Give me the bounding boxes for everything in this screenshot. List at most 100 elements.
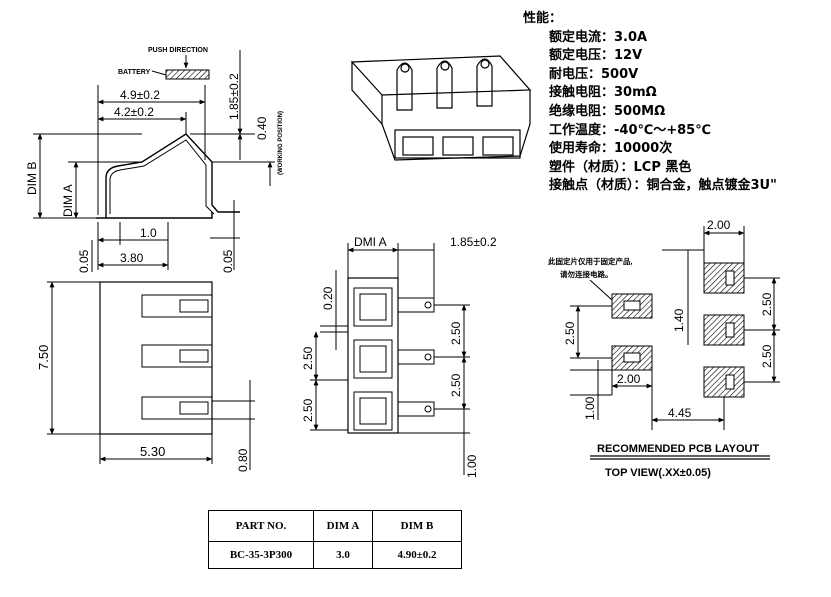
top-view-tab-3 [179,401,209,415]
iso-contact-2 [440,61,450,71]
pcb-layout-title: RECOMMENDED PCB LAYOUT [597,443,759,455]
battery-leader [151,70,167,76]
front-pin-dot-1 [424,301,432,309]
iso-spring-3 [476,58,493,107]
front-pin-1 [397,297,435,313]
top-view-tab-2 [179,349,209,363]
dim-2-50-a: 2.50 [301,346,315,370]
pcb-layout-subtitle: TOP VIEW(.XX±0.05) [605,467,711,479]
push-direction-label: PUSH DIRECTION [148,47,208,54]
pcb-pad-2-slot [725,322,735,338]
top-view-tab-1 [179,299,209,313]
spec-contact-resistance: 接触电阻：30mΩ [549,85,657,101]
dim-a: DIM A [61,184,75,217]
dim-0-80: 0.80 [236,448,250,472]
dim-2-00-top: 2.00 [707,218,731,232]
part-table-header-dim-b: DIM B [372,510,462,542]
spec-withstand-voltage: 耐电压：500V [549,66,639,82]
part-table-cell-dim-a: 3.0 [313,541,373,569]
dim-0-05-left: 0.05 [77,249,91,273]
iso-body-edge [381,90,531,161]
top-view-contact-2 [141,344,213,368]
part-table-header-part-no: PART NO. [208,510,314,542]
spec-contact-material: 接触点（材质）：铜合金，触点镀金3U" [549,178,777,194]
iso-left-face [351,60,383,126]
front-cell-3 [353,391,393,431]
top-view: 7.50 5.30 0.80 [36,281,255,472]
part-table-row: BC-35-3P300 3.0 4.90±0.2 [208,541,462,569]
specifications-block: 性能： 额定电流：3.0A 额定电压：12V 耐电压：500V 接触电阻：30m… [523,10,777,196]
dim-0-40: 0.40 [255,116,269,140]
pcb-note-line-1: 此固定片仅用于固定产品, [548,256,633,266]
pcb-pad-1-slot [725,270,735,286]
dim-4-2: 4.2±0.2 [114,105,154,119]
spec-housing-material: 塑件（材质）：LCP 黑色 [549,159,692,175]
dim-2-50-b: 2.50 [301,398,315,422]
spec-insulation-resistance: 绝缘电阻：500MΩ [549,103,666,119]
top-view-contact-3 [141,396,213,420]
dim-b: DIM B [25,162,39,195]
iso-spring-1 [396,62,413,111]
front-view: DMI A 1.85±0.2 0.20 2.50 2.50 2.50 2.50 … [301,235,497,478]
dim-5-30: 5.30 [140,444,165,459]
dim-4-45: 4.45 [668,406,692,420]
front-view-body [347,277,399,434]
dim-0-05-right: 0.05 [221,249,235,273]
dim-2-50-r2: 2.50 [760,344,774,368]
dim-3-80: 3.80 [120,251,144,265]
dim-2-50-r1: 2.50 [760,292,774,316]
front-cell-1-inner [359,293,387,321]
pcb-pad-3 [703,366,745,398]
front-pin-dot-2 [424,353,432,361]
iso-contact-1 [400,63,410,73]
battery-hatch [165,69,210,80]
pcb-pad-3-slot [725,374,735,390]
spec-rated-current: 额定电流：3.0A [549,29,648,45]
iso-cell-3 [482,136,514,156]
dim-2-00-mid: 2.00 [617,372,641,386]
spec-rated-voltage: 额定电压：12V [549,48,643,64]
front-cell-2 [353,339,393,379]
part-table-cell-part-no: BC-35-3P300 [208,541,314,569]
part-table-header-row: PART NO. DIM A DIM B [208,510,462,542]
part-number-table: PART NO. DIM A DIM B BC-35-3P300 3.0 4.9… [208,510,462,569]
front-cell-1 [353,287,393,327]
dim-1-00-front: 1.00 [465,454,479,478]
dim-1-00-pcb: 1.00 [583,396,597,420]
iso-contact-3 [480,59,490,69]
dim-1-85-front: 1.85±0.2 [450,235,497,249]
iso-cell-2 [442,136,474,156]
dim-4-9: 4.9±0.2 [120,88,160,102]
spring-contact-outer [105,133,240,218]
pcb-layout: 此固定片仅用于固定产品, 请勿连接电路。 2.00 1.40 2.50 2.50… [548,218,780,479]
isometric-view [351,55,532,161]
dim-2-50-left: 2.50 [563,321,577,345]
pcb-note-line-2: 请勿连接电路。 [560,269,613,279]
front-cell-2-inner [359,345,387,373]
iso-front-face [394,129,521,159]
dim-1-85: 1.85±0.2 [227,73,241,120]
part-table-header-dim-a: DIM A [313,510,373,542]
spec-service-life: 使用寿命：10000次 [549,141,673,157]
pcb-pad-1 [703,262,745,294]
top-view-body [99,281,213,435]
front-pin-dot-3 [424,405,432,413]
battery-label: BATTERY [118,69,151,76]
iso-top-face [351,55,532,96]
specifications-heading: 性能： [523,11,563,26]
dim-1-40: 1.40 [672,308,686,332]
dim-2-50-d: 2.50 [449,373,463,397]
dim-dmi-a: DMI A [354,235,387,249]
pcb-pad-2 [703,314,745,346]
iso-cell-1 [402,136,434,156]
front-pin-2 [397,349,435,365]
working-position-label: (WORKING POSITION) [278,111,284,175]
part-table-cell-dim-b: 4.90±0.2 [372,541,462,569]
pcb-note-leader [589,279,613,301]
dim-2-50-c: 2.50 [449,321,463,345]
pcb-fix-slot-bottom [623,352,641,363]
contact-base [96,212,213,219]
front-cell-3-inner [359,397,387,425]
dim-7-50: 7.50 [36,345,51,370]
